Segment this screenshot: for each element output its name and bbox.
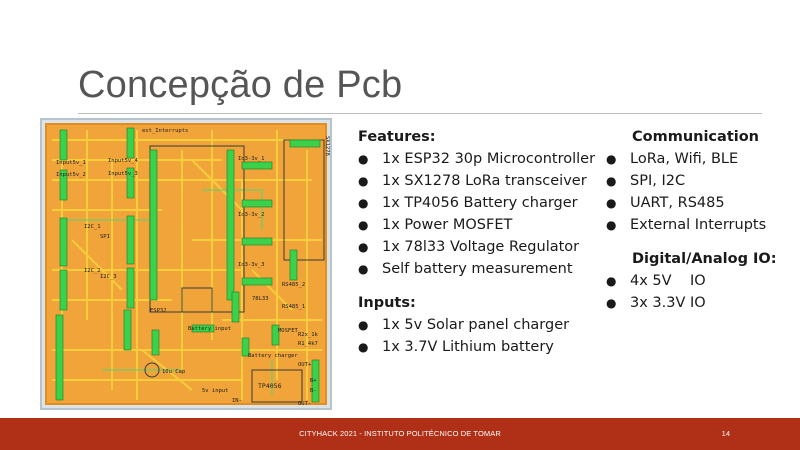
communication-column: Communication LoRa, Wifi, BLE SPI, I2C U…: [606, 126, 796, 314]
pcb-label-5v-input: 5v input: [202, 388, 229, 394]
pcb-label-input5v-3: Input5v_3: [108, 171, 138, 177]
pcb-label-i2c-1: I2C_1: [84, 224, 101, 230]
page-number: 14: [721, 429, 730, 438]
pcb-label-battery-charger: Battery charger: [248, 353, 298, 359]
pcb-label-b-plus: B+: [310, 378, 317, 384]
digital-analog-heading: Digital/Analog IO:: [632, 251, 777, 267]
list-item: 1x 3.7V Lithium battery: [358, 336, 618, 358]
list-item: 1x 78l33 Voltage Regulator: [358, 236, 618, 258]
pcb-label-io3v3-1: Io3-3v_1: [238, 156, 265, 162]
pcb-label-tp4056: TP4056: [258, 382, 282, 390]
list-item: 1x Power MOSFET: [358, 214, 618, 236]
list-item: LoRa, Wifi, BLE: [606, 148, 796, 170]
list-item: UART, RS485: [606, 192, 796, 214]
features-column: Features: 1x ESP32 30p Microcontroller 1…: [358, 126, 618, 358]
list-item: 1x ESP32 30p Microcontroller: [358, 148, 618, 170]
pcb-label-battery-input: Battery input: [188, 326, 231, 332]
list-item: External Interrupts: [606, 214, 796, 236]
communication-heading: Communication: [632, 129, 760, 145]
pcb-label-io3v3-3: Io3-3v_3: [238, 262, 265, 268]
footer-text: CITYHACK 2021 - INSTITUTO POLITÉCNICO DE…: [299, 429, 501, 438]
pcb-label-i2c-3: I2C_3: [100, 274, 117, 280]
pcb-label-io3v3-2: Io3-3v_2: [238, 212, 265, 218]
list-item: 1x SX1278 LoRa transceiver: [358, 170, 618, 192]
pcb-label-b-minus: B-: [310, 388, 317, 394]
pcb-label-spi: SPI: [100, 234, 110, 240]
list-item: 4x 5V IO: [606, 270, 796, 292]
communication-list: LoRa, Wifi, BLE SPI, I2C UART, RS485 Ext…: [606, 148, 796, 236]
list-item: 3x 3.3V IO: [606, 292, 796, 314]
pcb-label-cap: 10u Cap: [162, 369, 185, 375]
pcb-label-out-plus: OUT+: [298, 362, 312, 368]
pcb-label-mosfet: MOSFET: [278, 328, 299, 334]
pcb-label-sx1278: SX1278: [324, 136, 330, 156]
pcb-label-78l33: 78L33: [252, 296, 269, 302]
inputs-heading: Inputs:: [358, 295, 416, 311]
pcb-label-r2: R2x_1k: [298, 332, 319, 338]
features-list: 1x ESP32 30p Microcontroller 1x SX1278 L…: [358, 148, 618, 280]
pcb-label-input5v-2: Input5v_2: [56, 172, 86, 178]
list-item: 1x 5v Solar panel charger: [358, 314, 618, 336]
title-divider: [78, 113, 762, 114]
list-item: Self battery measurement: [358, 258, 618, 280]
pcb-label-esp32: ESP32: [150, 308, 167, 314]
pcb-label-rs485-2: RS485_2: [282, 282, 305, 288]
pcb-label-input5v-1: Input5v_1: [56, 160, 86, 166]
features-heading: Features:: [358, 129, 436, 145]
pcb-label-out-minus: OUT-: [298, 401, 311, 407]
pcb-label-r1: R1_4k7: [298, 341, 318, 347]
list-item: SPI, I2C: [606, 170, 796, 192]
footer-bar: CITYHACK 2021 - INSTITUTO POLITÉCNICO DE…: [0, 418, 800, 450]
pcb-image: ext_Interrupts Input5v_1 Input5v_4 Input…: [40, 118, 332, 410]
digital-analog-list: 4x 5V IO 3x 3.3V IO: [606, 270, 796, 314]
pcb-label-i2c-2: I2C_2: [84, 268, 101, 274]
inputs-list: 1x 5v Solar panel charger 1x 3.7V Lithiu…: [358, 314, 618, 358]
pcb-layout: ext_Interrupts Input5v_1 Input5v_4 Input…: [45, 123, 330, 407]
list-item: 1x TP4056 Battery charger: [358, 192, 618, 214]
pcb-label-ext-interrupts: ext_Interrupts: [142, 128, 188, 134]
slide-title: Concepção de Pcb: [78, 64, 403, 106]
pcb-label-in-minus: IN-: [232, 398, 242, 404]
pcb-label-rs485-1: RS485_1: [282, 304, 305, 310]
pcb-label-input5v-4: Input5v_4: [108, 158, 138, 164]
